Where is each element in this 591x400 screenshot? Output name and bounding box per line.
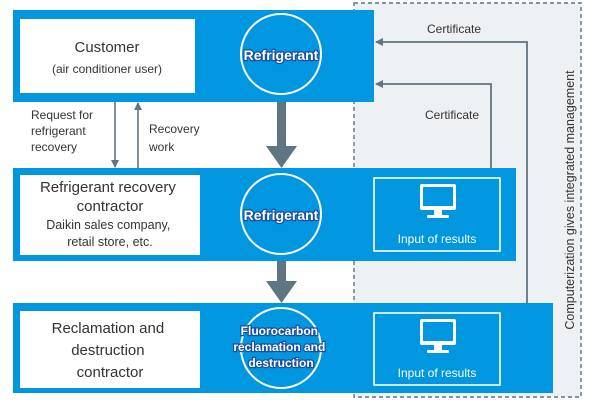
recovery-work-label: Recovery work: [148, 122, 203, 154]
recovery-contractor-title: Refrigerant recovery contractor: [40, 179, 180, 215]
refrigerant-circle-2: [240, 173, 322, 255]
integrated-management-label: Computerization gives integrated managem…: [563, 70, 577, 330]
reclamation-contractor-box: [20, 311, 200, 388]
reclamation-circle-label: Fluorocarbon reclamation and destruction: [233, 324, 328, 370]
flow-arrow-1: [266, 102, 297, 168]
customer-title: Customer: [74, 39, 139, 56]
refrigerant-circle-1-label: Refrigerant: [244, 47, 319, 63]
reclamation-contractor-title: Reclamation and destruction contractor: [52, 320, 169, 381]
customer-subtitle: (air conditioner user): [52, 62, 162, 76]
refrigerant-circle-2-label: Refrigerant: [244, 207, 319, 223]
refrigerant-circle-1: [240, 13, 322, 95]
input-results-box-1: [373, 177, 501, 252]
computer-monitor-icon: [420, 319, 456, 353]
certificate-arrow-mid: [375, 80, 492, 168]
computer-monitor-icon: [420, 184, 456, 218]
input-results-label-1: Input of results: [398, 232, 477, 246]
flow-arrow-2: [266, 261, 297, 303]
certificate-label-top: Certificate: [427, 22, 481, 36]
customer-box: [20, 19, 195, 93]
certificate-arrow-top: [375, 38, 528, 303]
certificate-label-mid: Certificate: [425, 108, 479, 122]
recovery-contractor-detail: Daikin sales company, retail store, etc.: [46, 218, 174, 249]
input-results-box-2: [373, 312, 501, 386]
recovery-contractor-box: [20, 175, 200, 255]
request-label: Request for refrigerant recovery: [31, 108, 96, 154]
reclamation-circle: [240, 307, 322, 389]
input-results-label-2: Input of results: [398, 366, 477, 380]
